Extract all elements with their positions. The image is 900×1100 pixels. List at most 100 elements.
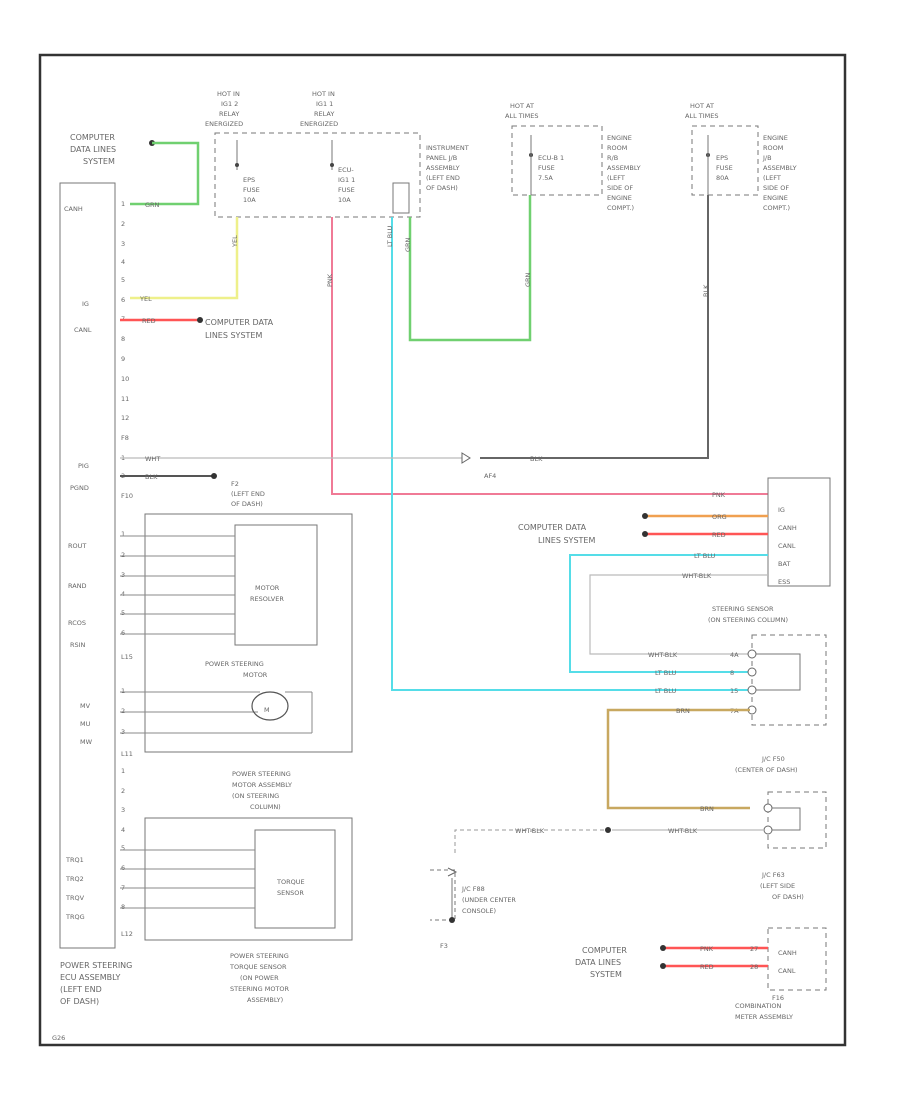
- ecu-fuse-1: ECU-: [338, 166, 354, 174]
- jb-connector: [392, 182, 410, 214]
- pin-rout: ROUT: [68, 542, 86, 550]
- pin-trq1: TRQ1: [65, 856, 84, 864]
- pin-rcos: RCOS: [68, 619, 86, 627]
- wire-label-red3: RED: [700, 963, 714, 971]
- combo-pin-canl: CANL: [778, 967, 796, 975]
- wire-label-whtblk1: WHT-BLK: [682, 572, 712, 580]
- ss-pin-bat: BAT: [778, 560, 790, 568]
- eps-hot-1: HOT IN: [217, 90, 240, 98]
- svg-text:3: 3: [121, 806, 125, 814]
- ecu-hot-3: RELAY: [314, 110, 334, 118]
- combo-pin-canh: CANH: [778, 949, 797, 957]
- f2-left-2: (LEFT END: [231, 490, 265, 498]
- cdl-1-line3: SYSTEM: [83, 157, 115, 166]
- engine-room-2a: ENGINE: [763, 134, 788, 142]
- ip-jb-box: [214, 132, 421, 218]
- f2-left-3: OF DASH): [231, 500, 263, 508]
- jc-left-link: [772, 807, 801, 831]
- jc-center-2: (CENTER OF DASH): [735, 766, 798, 774]
- wire-pnk-ig: [331, 217, 768, 495]
- svg-text:5: 5: [121, 844, 125, 852]
- svg-text:11: 11: [121, 395, 129, 403]
- pin-mw: MW: [80, 738, 93, 746]
- cdl-3-line1: COMPUTER DATA: [518, 523, 587, 532]
- wire-label-yel-v: YEL: [231, 235, 239, 248]
- torque-wires: [120, 849, 255, 909]
- svg-text:8: 8: [121, 903, 125, 911]
- f16-label: F16: [772, 994, 784, 1002]
- ground-dot: [211, 473, 217, 479]
- pin-canl: CANL: [74, 326, 92, 334]
- motor-symbol: [251, 691, 289, 721]
- wire-label-brn1: BRN: [676, 707, 690, 715]
- jc-under-term: [447, 867, 458, 877]
- wire-label-pnk2: PNK: [700, 945, 714, 953]
- ps-torque-5: ASSEMBLY): [247, 996, 283, 1004]
- ecu-hot-4: ENERGIZED: [300, 120, 338, 128]
- wire-label-red2: RED: [712, 531, 726, 539]
- pin-canh: CANH: [64, 205, 83, 213]
- engine-room-1b: ROOM: [607, 144, 627, 152]
- torque-sensor-2: SENSOR: [277, 889, 304, 897]
- svg-text:4: 4: [121, 590, 125, 598]
- motor-wires: [120, 691, 313, 734]
- engine-room-1c: R/B: [607, 154, 618, 162]
- jc-under-1: J/C F88: [461, 885, 485, 893]
- wire-label-whtblk3: WHT-BLK: [668, 827, 698, 835]
- svg-text:4: 4: [121, 826, 125, 834]
- ps-torque-1: POWER STEERING: [230, 952, 289, 960]
- eps-hot-2: IG1 2: [221, 100, 238, 108]
- wire-yel-ig: [130, 217, 239, 300]
- engine-rb-box: [511, 125, 603, 196]
- svg-text:6: 6: [121, 296, 125, 304]
- steering-sensor-box: [767, 477, 831, 587]
- ss-pin-canl: CANL: [778, 542, 796, 550]
- pin-ig: IG: [82, 300, 89, 308]
- hot-all-1a: HOT AT: [510, 102, 534, 110]
- svg-text:3: 3: [121, 240, 125, 248]
- pin-pig: PIG: [78, 462, 89, 470]
- cdl-2-line1: COMPUTER DATA: [205, 318, 274, 327]
- svg-text:L11: L11: [121, 750, 133, 758]
- eps-hot-3: RELAY: [219, 110, 239, 118]
- ecu-fuse-3: FUSE: [338, 186, 355, 194]
- wire-whtblk-ess: [589, 574, 768, 655]
- pin-mv: MV: [80, 702, 91, 710]
- ecu-hot-1: HOT IN: [312, 90, 335, 98]
- jc-under-2: (UNDER CENTER: [462, 896, 516, 904]
- svg-text:2: 2: [121, 707, 125, 715]
- svg-text:9: 9: [121, 355, 125, 363]
- ps-torque-4: STEERING MOTOR: [230, 985, 290, 993]
- ecub-fuse-3: 7.5A: [538, 174, 553, 182]
- ground-dot-f3: [449, 917, 455, 923]
- svg-text:8: 8: [121, 335, 125, 343]
- jc-pin-15: 15: [730, 687, 738, 695]
- torque-sensor-box: [254, 829, 336, 929]
- combo-pin-num2: 28: [750, 963, 758, 971]
- svg-text:2: 2: [121, 220, 125, 228]
- cdl-3-line2: LINES SYSTEM: [538, 536, 595, 545]
- connector-dot: [660, 945, 666, 951]
- ecu-name-line4: OF DASH): [60, 997, 99, 1006]
- engine-room-2h: COMPT.): [763, 204, 790, 212]
- wire-label-pnk-v: PNK: [326, 273, 334, 287]
- svg-text:6: 6: [121, 629, 125, 637]
- hot-all-2a: HOT AT: [690, 102, 714, 110]
- connector-dot: [660, 963, 666, 969]
- combo-meter-box: [767, 927, 827, 991]
- wire-label-blk: BLK: [530, 455, 543, 463]
- wire-ltblu-1: [391, 217, 750, 691]
- svg-text:1: 1: [121, 200, 125, 208]
- steering-sensor-2: (ON STEERING COLUMN): [708, 616, 788, 624]
- wire-label-ltblu3: LT BLU: [655, 687, 677, 695]
- wire-ltblu-bat: [569, 554, 768, 673]
- svg-text:6: 6: [121, 864, 125, 872]
- jc-under-box: [430, 869, 456, 921]
- svg-text:1: 1: [121, 530, 125, 538]
- engine-room-2f: SIDE OF: [763, 184, 789, 192]
- engine-room-2b: ROOM: [763, 144, 783, 152]
- jc-left-1: J/C F63: [761, 871, 785, 879]
- connector-dot: [642, 513, 648, 519]
